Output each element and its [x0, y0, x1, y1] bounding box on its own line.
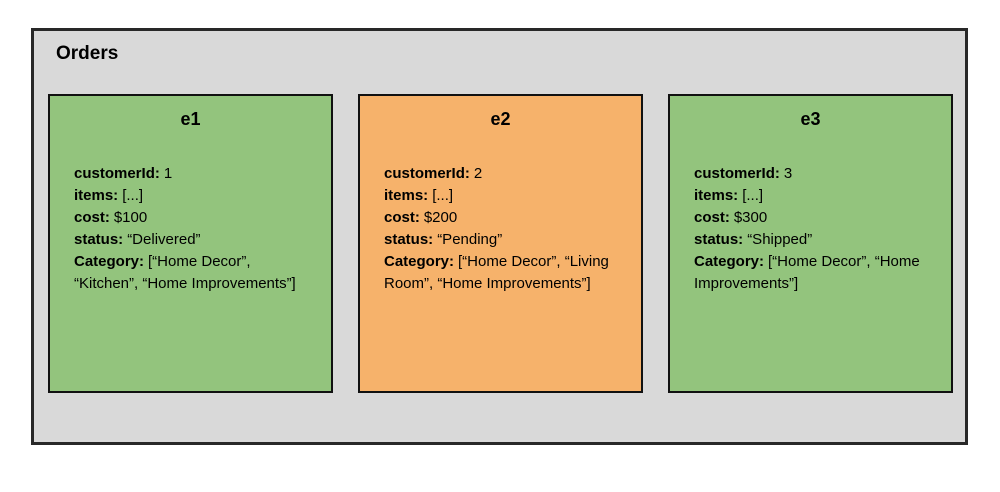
field-value: [“Home Decor”, “Kitchen”, “Home Improvem… [74, 253, 296, 292]
field-value: “Pending” [437, 231, 503, 248]
orders-container: Orders e1 customerId:1 items:[...] cost:… [31, 28, 968, 445]
field-label: cost: [74, 209, 110, 226]
field-status: status:“Delivered” [74, 229, 307, 251]
field-label: Category: [694, 253, 765, 270]
field-value: 3 [783, 165, 793, 182]
field-label: cost: [384, 209, 420, 226]
field-value: [“Home Decor”, “Living Room”, “Home Impr… [384, 253, 609, 292]
order-card-e2: e2 customerId:2 items:[...] cost:$200 st… [358, 94, 643, 393]
field-items: items:[...] [694, 185, 927, 207]
order-card-e1: e1 customerId:1 items:[...] cost:$100 st… [48, 94, 333, 393]
field-value: $300 [733, 209, 768, 226]
field-label: items: [384, 187, 429, 204]
field-category: Category:[“Home Decor”, “Living Room”, “… [384, 251, 617, 295]
card-body: customerId:1 items:[...] cost:$100 statu… [74, 163, 307, 295]
field-label: customerId: [74, 165, 160, 182]
field-value: $100 [113, 209, 148, 226]
card-title-e1: e1 [180, 109, 201, 129]
field-label: Category: [74, 253, 145, 270]
field-status: status:“Pending” [384, 229, 617, 251]
field-label: items: [694, 187, 739, 204]
field-label: Category: [384, 253, 455, 270]
field-customerid: customerId:1 [74, 163, 307, 185]
orders-title: Orders [56, 43, 119, 64]
field-label: items: [74, 187, 119, 204]
field-label: status: [384, 231, 434, 248]
field-customerid: customerId:3 [694, 163, 927, 185]
card-body: customerId:2 items:[...] cost:$200 statu… [384, 163, 617, 295]
cards-row: e1 customerId:1 items:[...] cost:$100 st… [48, 94, 953, 393]
field-value: 2 [473, 165, 483, 182]
field-label: customerId: [384, 165, 470, 182]
field-label: status: [74, 231, 124, 248]
card-title-e2: e2 [490, 109, 511, 129]
field-value: [...] [742, 187, 764, 204]
field-value: [“Home Decor”, “Home Improvements”] [694, 253, 920, 292]
field-items: items:[...] [74, 185, 307, 207]
field-label: customerId: [694, 165, 780, 182]
field-value: [...] [432, 187, 454, 204]
field-value: 1 [163, 165, 173, 182]
field-category: Category:[“Home Decor”, “Kitchen”, “Home… [74, 251, 307, 295]
field-value: [...] [122, 187, 144, 204]
field-customerid: customerId:2 [384, 163, 617, 185]
field-status: status:“Shipped” [694, 229, 927, 251]
field-cost: cost:$100 [74, 207, 307, 229]
field-label: status: [694, 231, 744, 248]
field-label: cost: [694, 209, 730, 226]
card-body: customerId:3 items:[...] cost:$300 statu… [694, 163, 927, 295]
order-card-e3: e3 customerId:3 items:[...] cost:$300 st… [668, 94, 953, 393]
field-value: $200 [423, 209, 458, 226]
field-cost: cost:$300 [694, 207, 927, 229]
field-value: “Shipped” [747, 231, 813, 248]
field-items: items:[...] [384, 185, 617, 207]
field-cost: cost:$200 [384, 207, 617, 229]
card-title-e3: e3 [800, 109, 821, 129]
field-category: Category:[“Home Decor”, “Home Improvemen… [694, 251, 927, 295]
field-value: “Delivered” [127, 231, 201, 248]
